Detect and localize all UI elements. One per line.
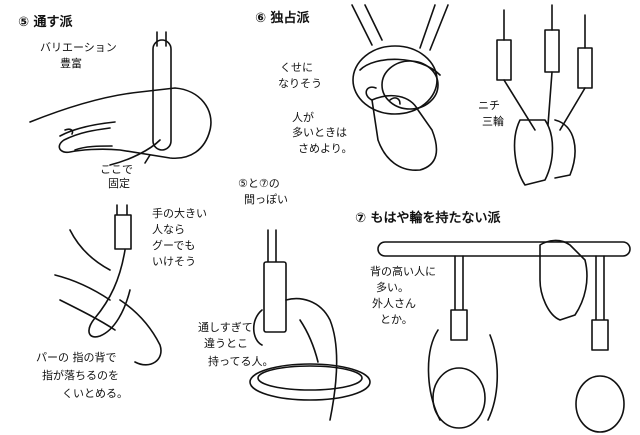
section-7-note-2: 多い。 <box>376 281 409 294</box>
middle-note-5: 持ってる人。 <box>208 355 274 368</box>
section-7-note-4: とか。 <box>380 313 413 326</box>
section-6-note-6: ニチ <box>478 99 500 112</box>
left-note-5: パーの 指の背で <box>36 351 117 364</box>
section-5-note-4: 固定 <box>108 177 130 190</box>
section-5-note-2: 豊富 <box>60 57 82 70</box>
section-7-note-1: 背の高い人に <box>370 265 436 278</box>
section-6-note-1: くせに <box>280 61 313 74</box>
left-note-6: 指が落ちるのを <box>42 369 119 382</box>
section-6-heading: ⑥ 独占派 <box>255 11 310 26</box>
open-hand-strap-drawing <box>54 204 162 366</box>
middle-note-4: 違うとこ <box>204 337 248 350</box>
section-5-note-3: ここで <box>100 163 133 176</box>
section-6-note-5: さめより。 <box>298 142 353 155</box>
section-7-note-3: 外人さん <box>372 297 416 310</box>
three-strap-hands-drawing <box>496 4 593 186</box>
left-note-7: くいとめる。 <box>62 387 128 400</box>
hand-holding-knot-drawing <box>351 4 449 171</box>
middle-note-3: 通しすぎて <box>198 321 253 334</box>
section-7-heading: ⑦ もはや輪を持たない派 <box>355 211 501 226</box>
middle-note-2: 間っぽい <box>244 193 288 206</box>
section-5-heading: ⑤ 通す派 <box>18 15 73 30</box>
handrail-rings-drawing <box>377 239 631 433</box>
hand-through-ring-drawing <box>29 31 212 166</box>
strap-grip-loop-drawing <box>249 229 371 421</box>
left-note-2: 人なら <box>152 223 185 236</box>
left-note-1: 手の大きい <box>152 207 207 220</box>
middle-note-1: ⑤と⑦の <box>238 177 280 190</box>
section-6-note-2: なりそう <box>278 77 322 90</box>
left-note-4: いけそう <box>152 255 196 268</box>
left-note-3: グーでも <box>152 239 196 252</box>
section-6-note-7: 三輪 <box>482 115 504 128</box>
section-6-note-3: 人が <box>292 111 314 124</box>
section-5-note-1: バリエーション <box>40 41 117 54</box>
section-6-note-4: 多いときは <box>292 126 347 139</box>
